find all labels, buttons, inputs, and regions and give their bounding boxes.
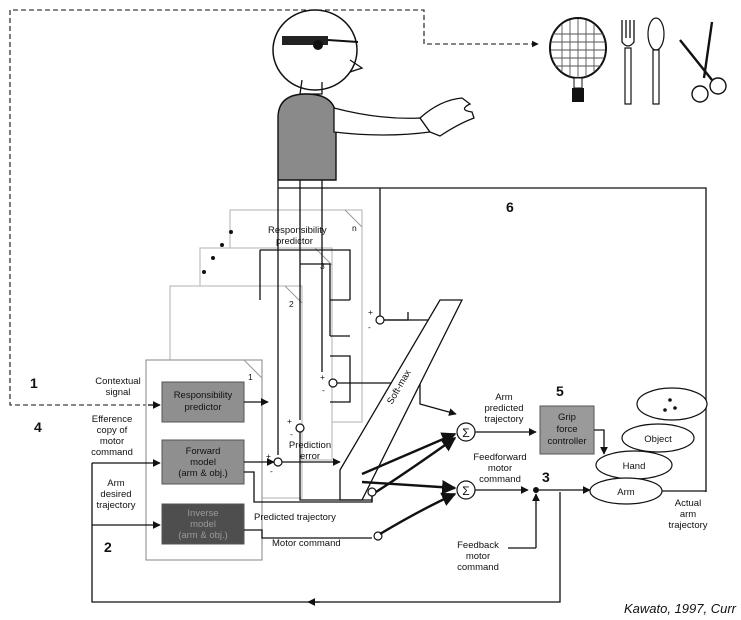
feedforward-label-2: motor xyxy=(488,463,512,474)
sum-node-prediction-error xyxy=(274,458,282,466)
responsibility-predictor-label-1: Responsibility xyxy=(174,390,233,401)
person-figure-icon xyxy=(273,10,474,180)
responsibility-predictor-label-2: predictor xyxy=(185,402,222,413)
fork-icon xyxy=(622,20,634,104)
prediction-error-label-1: Prediction xyxy=(289,440,331,451)
feedback-label-3: command xyxy=(457,562,499,573)
forward-model-label-3: (arm & obj.) xyxy=(178,468,228,479)
minus-sign: - xyxy=(290,429,293,439)
number-4: 4 xyxy=(34,419,42,435)
arm-predicted-trajectory-label-3: trajectory xyxy=(484,414,523,425)
plus-sign: + xyxy=(287,416,292,426)
grip-label-2: force xyxy=(556,424,577,435)
grip-label-3: controller xyxy=(547,436,586,447)
contextual-signal-label-1: Contextual xyxy=(95,376,140,387)
efference-copy-label-4: command xyxy=(91,447,133,458)
inverse-model-label-1: Inverse xyxy=(187,508,218,519)
svg-text:Σ: Σ xyxy=(462,426,469,440)
number-6: 6 xyxy=(506,199,514,215)
sum-node-layer-2 xyxy=(296,424,304,432)
spoon-icon xyxy=(648,18,664,104)
inverse-model-label-3: (arm & obj.) xyxy=(178,530,228,541)
grip-label-1: Grip xyxy=(558,412,576,423)
plant-arm: Arm xyxy=(590,478,662,504)
feedback-label-1: Feedback xyxy=(457,540,499,551)
hand-label: Hand xyxy=(623,461,646,472)
efference-copy-label-2: copy of xyxy=(97,425,128,436)
number-5: 5 xyxy=(556,383,564,399)
plus-sign: + xyxy=(320,372,325,382)
citation: Kawato, 1997, Curr xyxy=(624,601,737,616)
actual-arm-trajectory-label-3: trajectory xyxy=(668,520,707,531)
racket-icon xyxy=(550,18,606,102)
plus-sign: + xyxy=(368,307,373,317)
sum-node-motor-total xyxy=(533,487,539,493)
efference-copy-label-1: Efference xyxy=(92,414,133,425)
svg-text:Σ: Σ xyxy=(462,484,469,498)
forward-model-block: Forward model (arm & obj.) xyxy=(162,440,244,484)
grip-force-controller-block: Grip force controller xyxy=(540,406,594,454)
arm-desired-trajectory-label-1: Arm xyxy=(107,478,125,489)
inverse-model-block: Inverse model (arm & obj.) xyxy=(162,504,244,544)
arm-predicted-trajectory-label-2: predicted xyxy=(484,403,523,414)
module-index-2: 2 xyxy=(289,299,294,309)
number-1: 1 xyxy=(30,375,38,391)
actual-arm-trajectory-label-2: arm xyxy=(680,509,696,520)
scissors-icon xyxy=(680,22,726,102)
arm-desired-trajectory-label-3: trajectory xyxy=(96,500,135,511)
sum-arm-predicted-trajectory: Σ xyxy=(457,423,475,441)
forward-model-label-2: model xyxy=(190,457,216,468)
plus-sign: + xyxy=(266,451,271,461)
arm-desired-trajectory-label-2: desired xyxy=(100,489,131,500)
sum-node-layer-n xyxy=(376,316,384,324)
minus-sign: - xyxy=(368,322,371,332)
number-3: 3 xyxy=(542,469,550,485)
module-index-n: n xyxy=(352,223,357,233)
minus-sign: - xyxy=(322,385,325,395)
predicted-trajectory-label: Predicted trajectory xyxy=(254,512,336,523)
sum-feedforward-motor-command: Σ xyxy=(457,481,475,499)
motor-command-label: Motor command xyxy=(272,538,341,549)
inverse-model-label-2: model xyxy=(190,519,216,530)
arm-predicted-trajectory-label-1: Arm xyxy=(495,392,513,403)
number-2: 2 xyxy=(104,539,112,555)
feedforward-label-3: command xyxy=(479,474,521,485)
sum-node-layer-3 xyxy=(329,379,337,387)
top-responsibility-predictor-label-2: predictor xyxy=(276,236,313,247)
top-responsibility-predictor-label-1: Responsibility xyxy=(268,225,327,236)
prediction-error-label-2: error xyxy=(300,451,320,462)
feedback-label-2: motor xyxy=(466,551,490,562)
feedforward-label-1: Feedforward xyxy=(473,452,526,463)
actual-arm-trajectory-label-1: Actual xyxy=(675,498,701,509)
arm-label: Arm xyxy=(617,487,635,498)
plant-hand: Hand xyxy=(596,451,672,479)
minus-sign: - xyxy=(270,466,273,476)
module-index-1: 1 xyxy=(248,372,253,382)
plant-object: Object xyxy=(622,388,707,452)
object-label: Object xyxy=(644,434,672,445)
contextual-signal-label-2: signal xyxy=(106,387,131,398)
efference-copy-label-3: motor xyxy=(100,436,124,447)
multiply-node-forward xyxy=(368,488,376,496)
forward-model-label-1: Forward xyxy=(186,446,221,457)
responsibility-predictor-block: Responsibility predictor xyxy=(162,382,244,422)
